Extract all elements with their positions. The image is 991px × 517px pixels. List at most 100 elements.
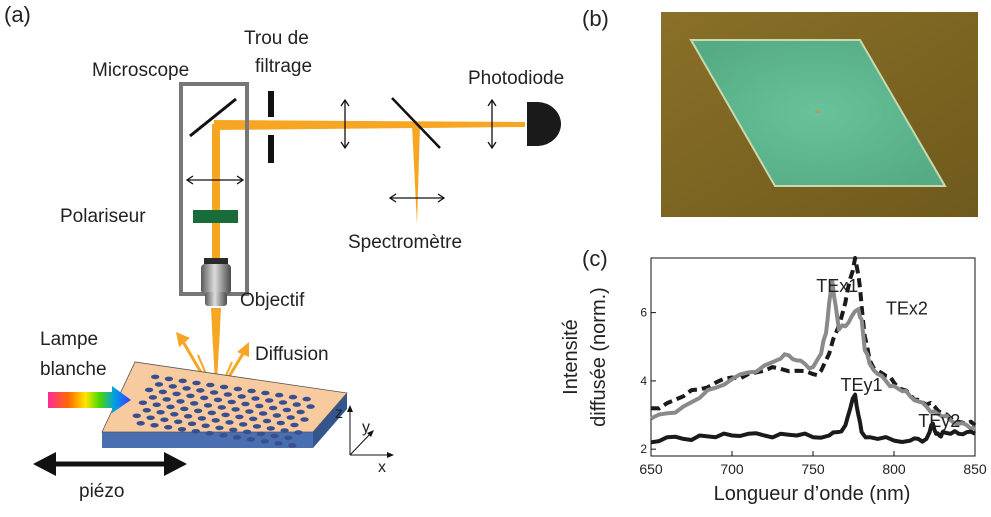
hole <box>306 404 315 409</box>
series-line-2 <box>650 279 976 431</box>
hole <box>251 396 260 401</box>
panel-c-label: (c) <box>582 246 608 271</box>
hole <box>160 417 169 423</box>
polariseur-label: Polariseur <box>60 206 146 227</box>
hole <box>256 431 266 437</box>
hole <box>229 427 238 433</box>
hole <box>223 392 233 397</box>
mirror-microscope <box>189 97 237 138</box>
peak-label-tey1: TEy1 <box>841 375 883 395</box>
panel-a-label: (a) <box>4 2 31 27</box>
hole <box>170 412 179 417</box>
y-axis-title-line2: diffusée (norm.) <box>588 287 610 427</box>
hole <box>172 391 181 397</box>
hole <box>178 378 187 384</box>
hole <box>284 435 293 441</box>
hole <box>233 386 242 392</box>
hole <box>191 429 200 434</box>
hole <box>207 410 216 416</box>
axis-x-label: x <box>378 459 386 476</box>
hole <box>206 382 215 388</box>
lens-arrow-3 <box>388 193 446 203</box>
hole <box>213 397 223 403</box>
x-tick-label: 800 <box>882 461 906 477</box>
hole <box>219 384 229 390</box>
lens-arrow-horizontal <box>185 175 245 185</box>
beamsplitter <box>391 97 441 149</box>
peak-label-tex2: TEx2 <box>886 298 928 318</box>
peak-label-tex1: TEx1 <box>816 276 858 296</box>
panel-a: (a) Microscope Polariseur Obje <box>4 2 564 502</box>
xyz-axes <box>347 405 394 458</box>
hole <box>255 403 264 409</box>
beam-objective <box>211 308 221 348</box>
hole <box>164 425 173 430</box>
hole <box>132 413 141 419</box>
hole <box>272 413 282 418</box>
trou-label-line2: filtrage <box>255 56 312 77</box>
hole <box>270 433 279 439</box>
hole <box>138 400 148 406</box>
objective <box>201 258 231 306</box>
hole <box>190 401 199 406</box>
hole <box>156 410 165 415</box>
hole <box>158 389 167 395</box>
hole <box>292 402 301 407</box>
axis-y-label: y <box>362 419 370 436</box>
hole <box>174 419 183 425</box>
lampe-label-line1: Lampe <box>40 329 98 350</box>
photonic-crystal-sample <box>101 361 348 448</box>
hole <box>237 394 246 399</box>
hole <box>300 417 309 422</box>
hole <box>227 399 236 405</box>
hole <box>192 380 201 386</box>
hole <box>168 384 177 389</box>
hole <box>278 400 288 405</box>
hole <box>166 404 175 410</box>
hole <box>144 387 154 393</box>
hole <box>246 437 256 442</box>
pinhole-top <box>268 91 274 117</box>
hole <box>260 439 269 444</box>
beam-to-spectrometer <box>412 125 420 225</box>
hole <box>219 433 228 438</box>
hole <box>162 397 171 402</box>
hole <box>177 427 187 432</box>
hole <box>296 409 305 415</box>
hole <box>258 411 268 416</box>
hole <box>221 412 230 418</box>
panel-b-label: (b) <box>582 6 609 31</box>
hole <box>294 430 303 435</box>
piezo-label: piézo <box>79 481 124 502</box>
x-tick-label: 650 <box>639 461 663 477</box>
diffusion-label: Diffusion <box>255 344 329 365</box>
y-tick-label: 4 <box>640 374 647 388</box>
hole <box>136 421 145 426</box>
hole <box>187 421 197 427</box>
spectrometre-label: Spectromètre <box>348 232 462 253</box>
photodiode-label: Photodiode <box>468 68 564 89</box>
hole <box>266 426 275 431</box>
white-lamp-arrow <box>48 386 131 413</box>
hole <box>211 418 220 423</box>
hole <box>232 435 242 440</box>
x-tick-label: 700 <box>720 461 744 477</box>
hole <box>176 399 185 404</box>
hole <box>242 429 252 435</box>
hole <box>239 422 248 427</box>
hole <box>200 395 209 401</box>
axis-z-label: z <box>335 405 343 422</box>
hole <box>247 388 256 394</box>
trou-label-line1: Trou de <box>244 28 309 49</box>
hole <box>196 388 205 393</box>
hole <box>201 423 210 429</box>
hole <box>275 392 284 398</box>
hole <box>261 390 270 396</box>
beam-vertical <box>212 124 220 262</box>
hole <box>245 409 254 414</box>
beam-horizontal <box>214 120 525 130</box>
hole <box>249 416 258 422</box>
y-tick-label: 2 <box>640 442 647 456</box>
